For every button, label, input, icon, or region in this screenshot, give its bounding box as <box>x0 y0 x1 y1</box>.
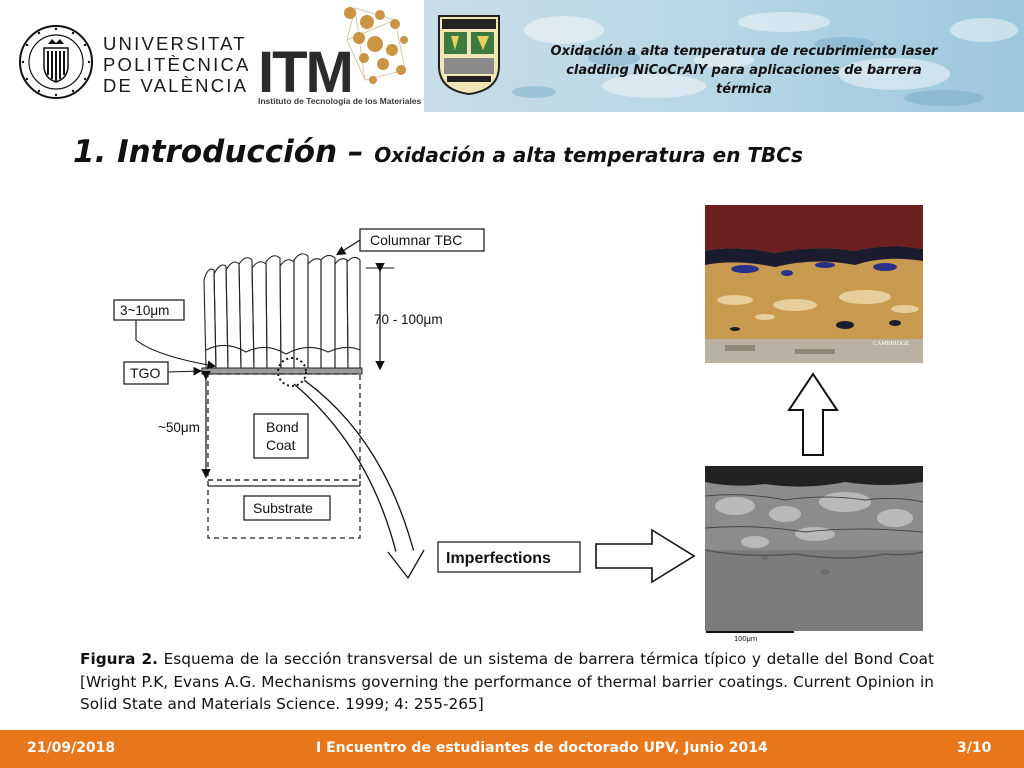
bond-thickness-label: ~50μm <box>158 420 200 435</box>
slide-footer: 21/09/2018 I Encuentro de estudiantes de… <box>0 730 1024 768</box>
footer-event: I Encuentro de estudiantes de doctorado … <box>316 740 768 756</box>
oxidized-micrograph-image: CAMBRIDGE <box>705 205 923 363</box>
up-arrow <box>787 372 839 456</box>
scale-bar <box>706 631 794 633</box>
itm-subtitle: Instituto de Tecnología de los Materiale… <box>258 96 422 106</box>
tgo-label-box <box>123 361 169 385</box>
substrate-label: Substrate <box>253 500 313 516</box>
tgo-label: TGO <box>130 365 160 381</box>
figure-caption: Figura 2. Esquema de la sección transver… <box>80 648 934 716</box>
substrate-label-box <box>243 495 331 521</box>
scale-bar-label: 100μm <box>734 634 758 643</box>
slide-title: 1. Introducción – Oxidación a alta tempe… <box>73 134 803 170</box>
upv-line-3: DE VALÈNCIA <box>103 75 249 96</box>
bond-coat-label-box <box>253 413 309 459</box>
columnar-tbc-layer <box>203 253 361 369</box>
footer-date: 21/09/2018 <box>27 740 116 756</box>
sem-micrograph-image <box>705 466 923 631</box>
columnar-tbc-label: Columnar TBC <box>370 232 462 248</box>
detail-circle <box>277 357 307 387</box>
header-presentation-title: Oxidación a alta temperatura de recubrim… <box>550 44 938 97</box>
substrate-region <box>207 479 361 539</box>
imperfections-label: Imperfections <box>446 550 551 567</box>
bond-coat-label-line-2: Coat <box>266 437 296 453</box>
tgo-thickness-label-box <box>113 299 185 321</box>
figure-label: Figura 2. <box>80 650 158 668</box>
footer-page-number: 3/10 <box>957 740 992 756</box>
slide-title-subtitle: Oxidación a alta temperatura en TBCs <box>374 143 803 167</box>
header-sem-banner <box>424 0 1024 112</box>
tbc-thickness-label: 70 - 100μm <box>374 312 443 327</box>
itm-logo: ITM <box>258 7 408 105</box>
upv-seal-logo <box>19 25 93 99</box>
tgo-layer <box>201 367 363 375</box>
figure-caption-text: Esquema de la sección transversal de un … <box>80 650 934 713</box>
slide-title-main: 1. Introducción – <box>73 134 375 170</box>
upv-wordmark: UNIVERSITAT POLITÈCNICA DE VALÈNCIA <box>103 33 253 96</box>
micrograph-watermark: CAMBRIDGE <box>873 341 909 347</box>
itm-letters: ITM <box>258 40 352 105</box>
tbc-cross-section-diagram: Columnar TBC 70 - 100μm 3~10μm TGO ~50μm… <box>113 228 696 584</box>
upv-line-1: UNIVERSITAT <box>103 33 247 54</box>
bond-coat-label-line-1: Bond <box>266 419 299 435</box>
university-crest-logo <box>438 15 500 96</box>
tgo-thickness-label: 3~10μm <box>120 303 169 318</box>
right-arrow <box>595 528 696 584</box>
imperfections-label-box <box>437 541 581 573</box>
slide-header: UNIVERSITAT POLITÈCNICA DE VALÈNCIA ITM … <box>0 0 1024 112</box>
upv-line-2: POLITÈCNICA <box>103 54 251 75</box>
